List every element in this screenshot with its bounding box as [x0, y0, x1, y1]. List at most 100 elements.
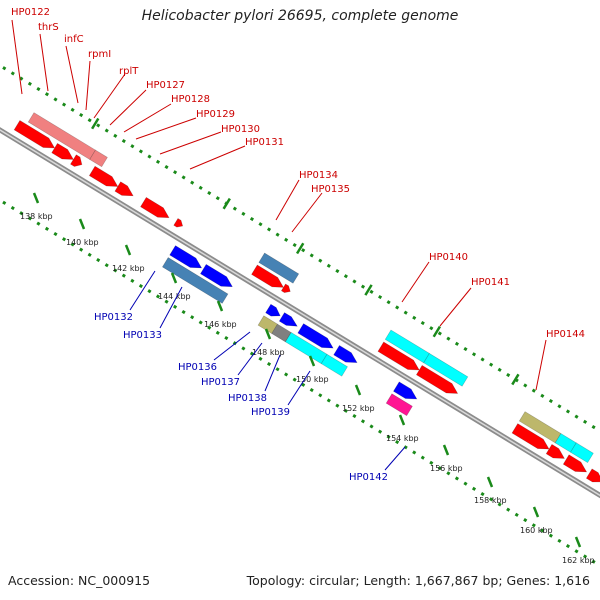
gene-hp0134-box — [258, 252, 300, 284]
reverse-scale-tick — [354, 384, 362, 396]
gene-reverse-arrow — [297, 323, 334, 349]
scale-tick-label: 150 kbp — [296, 375, 329, 384]
reverse-gene-leader — [129, 270, 156, 311]
reverse-scale-line — [0, 198, 600, 568]
gene-forward-arrow — [585, 468, 600, 483]
forward-gene-label: rpmI — [88, 49, 111, 60]
forward-gene-label: HP0129 — [196, 109, 235, 120]
gene-forward-arrow — [251, 264, 284, 288]
forward-scale-tick — [364, 284, 373, 296]
gene-hp0142-box — [385, 393, 413, 417]
scale-tick-label: 152 kbp — [342, 404, 375, 413]
forward-gene-leader — [93, 73, 126, 119]
forward-gene-label: rplT — [119, 66, 139, 77]
gene-hp0139-box — [320, 353, 348, 377]
forward-gene-label: HP0141 — [471, 277, 510, 288]
gene-reverse-arrow — [278, 312, 298, 327]
reverse-gene-leader — [287, 370, 311, 406]
gene-forward-arrow — [70, 154, 83, 167]
forward-gene-leader — [439, 287, 472, 327]
forward-gene-leader — [109, 89, 147, 126]
forward-gene-leader — [189, 145, 246, 170]
forward-gene-label: thrS — [38, 22, 59, 33]
forward-gene-leader — [291, 192, 323, 233]
gene-forward-arrow — [88, 165, 119, 187]
gene-reverse-arrow — [333, 345, 358, 363]
forward-scale-tick — [295, 242, 305, 255]
scale-tick-label: 160 kbp — [520, 526, 553, 535]
forward-gene-leader — [275, 179, 300, 221]
gene-forward-arrow — [140, 196, 170, 219]
scale-tick-label: 154 kbp — [386, 434, 419, 443]
forward-gene-label: HP0128 — [171, 94, 210, 105]
reverse-scale-tick — [574, 536, 582, 548]
reverse-gene-label: HP0132 — [94, 312, 133, 323]
reverse-gene-label: HP0138 — [228, 393, 267, 404]
reverse-scale-tick — [124, 244, 132, 256]
scale-tick-label: 156 kbp — [430, 464, 463, 473]
scale-tick-label: 142 kbp — [112, 264, 145, 273]
forward-gene-label: HP0140 — [429, 252, 468, 263]
reverse-scale-tick — [532, 506, 540, 518]
reverse-gene-leader — [159, 286, 183, 329]
gene-forward-arrow — [415, 364, 459, 394]
forward-scale-line — [0, 63, 600, 433]
scale-tick-label: 148 kbp — [252, 348, 285, 357]
backbone-highlight — [0, 129, 600, 497]
forward-scale-tick — [511, 373, 520, 386]
gene-forward-arrow — [545, 443, 565, 459]
scale-tick-label: 144 kbp — [158, 292, 191, 301]
forward-gene-leader — [535, 339, 547, 391]
forward-gene-label: HP0127 — [146, 80, 185, 91]
forward-scale-tick — [91, 117, 100, 130]
forward-gene-leader — [65, 45, 79, 104]
reverse-gene-label: HP0142 — [349, 472, 388, 483]
forward-gene-label: HP0131 — [245, 137, 284, 148]
reverse-gene-label: HP0139 — [251, 407, 290, 418]
forward-gene-label: HP0144 — [546, 329, 585, 340]
reverse-gene-label: HP0137 — [201, 377, 240, 388]
forward-gene-leader — [159, 131, 222, 155]
forward-gene-leader — [39, 33, 49, 92]
scale-tick-label: 140 kbp — [66, 238, 99, 247]
gene-forward-arrow — [377, 341, 420, 371]
forward-scale-tick — [432, 325, 441, 338]
reverse-gene-leader — [237, 342, 263, 376]
gene-forward-arrow — [114, 181, 134, 197]
forward-gene-leader — [123, 103, 172, 133]
scale-tick-label: 162 kbp — [562, 556, 595, 565]
gene-hp0145-box — [570, 442, 594, 464]
reverse-scale-tick — [308, 355, 316, 367]
scale-tick-label: 158 kbp — [474, 496, 507, 505]
gene-forward-arrow — [511, 423, 550, 450]
forward-gene-label: HP0135 — [311, 184, 350, 195]
forward-gene-leader — [401, 261, 430, 303]
forward-gene-label: infC — [64, 34, 84, 45]
reverse-scale-tick — [32, 192, 40, 204]
map-title: Helicobacter pylori 26695, complete geno… — [141, 8, 459, 24]
forward-gene-label: HP0122 — [11, 7, 50, 18]
reverse-scale-tick — [486, 476, 494, 488]
reverse-scale-tick — [216, 300, 224, 312]
forward-gene-label: HP0130 — [221, 124, 260, 135]
accession-text: Accession: NC_000915 — [8, 573, 151, 588]
genome-summary-text: Topology: circular; Length: 1,667,867 bp… — [246, 573, 590, 588]
gene-thrs-box — [89, 149, 108, 168]
gene-reverse-arrow — [393, 381, 418, 400]
forward-gene-leader — [135, 117, 197, 140]
reverse-scale-tick — [398, 414, 406, 426]
gene-reverse-arrow — [169, 245, 203, 269]
reverse-gene-label: HP0136 — [178, 362, 217, 373]
gene-hp0141-box — [423, 352, 469, 387]
reverse-gene-leader — [264, 354, 281, 392]
reverse-gene-leader — [213, 331, 251, 361]
forward-gene-leader — [85, 60, 91, 111]
gene-forward-arrow — [280, 283, 291, 293]
forward-gene-leader — [11, 19, 23, 95]
reverse-gene-label: HP0133 — [123, 330, 162, 341]
forward-scale-tick — [222, 197, 231, 210]
gene-forward-arrow — [562, 454, 588, 473]
reverse-scale-tick — [264, 328, 272, 340]
gene-forward-arrow — [173, 218, 184, 228]
scale-tick-label: 138 kbp — [20, 212, 53, 221]
